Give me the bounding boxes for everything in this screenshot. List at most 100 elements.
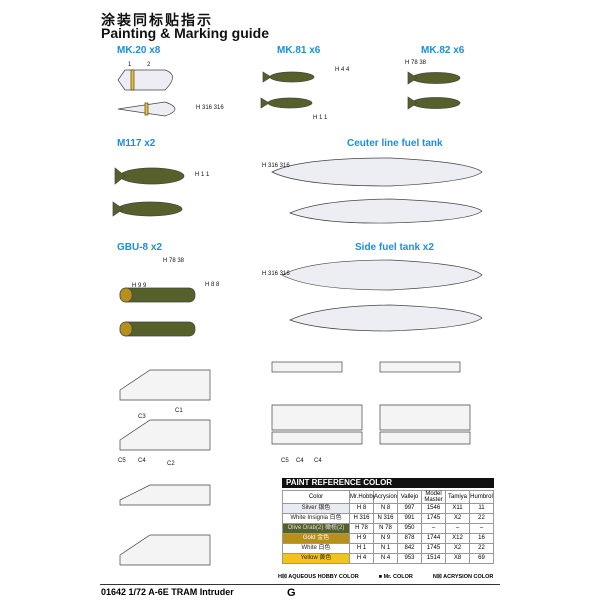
table-row: Olive Drab(2) 橄榄(2) H 78 N 78 950 – – – [282,523,494,534]
acrysion-cell: N 8 [373,503,398,514]
mrhobby-cell: H 4 [349,553,374,564]
paint-callout: H 316 316 [196,105,224,111]
paint-callout: H 9 9 [132,283,147,289]
table-row: Yellow 黄色 H 4 N 4 953 1514 X8 69 [282,553,494,564]
acrysion-cell: N 316 [373,513,398,524]
color-name: White Insignia [290,515,328,521]
table-row: Silver 银色 H 8 N 8 997 1546 X11 11 [282,503,494,514]
acrysion-cell: N 78 [373,523,398,534]
mrhobby-cell: H 8 [349,503,374,514]
humbrol-cell: 22 [469,513,494,524]
legend-item: N☒ ACRYSION COLOR [432,574,494,580]
mrhobby-code: 78 [361,525,368,531]
callout: C2 [167,461,175,467]
tamiya-cell: X12 [445,533,470,544]
callout: C4 [314,458,322,464]
color-name-cn: 银色 [318,505,331,511]
tamiya-cell: X8 [445,553,470,564]
legend-item: H☒ AQUEOUS HOBBY COLOR [278,574,359,580]
paint-callout: H 316 316 [262,271,290,277]
mrhobby-code: 9 [362,535,367,541]
mrhobby-code: 1 [362,545,367,551]
acrysion-code: 78 [385,525,392,531]
header-cell: Acrysion [373,490,398,504]
section-mk81: MK.81 x6 [277,45,321,56]
side-fuel-tank [281,259,483,332]
callout: 2 [147,62,151,68]
m117-bomb [112,167,185,217]
paint-callout: H 78 38 [163,258,185,264]
color-name: Silver [301,505,317,511]
vallejo-cell: 842 [397,543,422,554]
color-name-cn: 白色 [318,545,331,551]
footer-model-name: 01642 1/72 A-6E TRAM Intruder [101,587,234,597]
section-side-tank: Side fuel tank x2 [355,242,434,253]
mrhobby-code: 316 [359,515,370,521]
brand-logo: G [287,587,296,599]
callout: C5 [281,458,289,464]
color-name-cell: Gold 金色 [282,533,350,544]
header-cell: Vallejo [397,490,422,504]
paint-reference-table: PAINT REFERENCE COLOR Color Mr.Hobby Acr… [282,478,494,564]
mrhobby-cell: H 9 [349,533,374,544]
color-name-cell: Yellow 黄色 [282,553,350,564]
mk82-bomb [407,71,461,110]
vallejo-cell: 953 [397,553,422,564]
pylon-parts [271,361,471,445]
callout: C3 [138,414,146,420]
callout: C5 [118,458,126,464]
callout: C4 [296,458,304,464]
mrhobby-cell: H 1 [349,543,374,554]
acrysion-code: 1 [386,545,391,551]
acrysion-cell: N 1 [373,543,398,554]
callout: C4 [138,458,146,464]
color-name-cn: 白色 [329,515,342,521]
color-name: Gold [302,535,316,541]
mk20-bomb-top [117,101,176,117]
paint-callout: H 78 38 [405,60,427,66]
paint-callout: H 1 1 [195,172,210,178]
mrhobby-code: 4 [362,555,367,561]
gbu8-bomb [119,287,196,337]
acrysion-code: 4 [386,555,391,561]
modelmaster-cell: 1745 [421,543,446,554]
color-name-cn: 橄榄(2) [325,525,345,531]
tamiya-cell: X2 [445,513,470,524]
humbrol-cell: 11 [469,503,494,514]
mk81-bomb [260,71,315,109]
color-name-cn: 金色 [317,535,330,541]
section-mk82: MK.82 x6 [421,45,465,56]
title-english: Painting & Marking guide [101,25,270,41]
acrysion-code: 9 [386,535,391,541]
humbrol-cell: 16 [469,533,494,544]
centerline-fuel-tank [271,157,483,224]
bomb-rack-parts [119,369,211,566]
table-row: Gold 金色 H 9 N 9 878 1744 X12 16 [282,533,494,544]
header-cell: Model Master [421,490,446,504]
table-header-row: Color Mr.Hobby Acrysion Vallejo Model Ma… [282,490,494,504]
modelmaster-cell: – [421,523,446,534]
color-name: Yellow [300,555,318,561]
humbrol-cell: 69 [469,553,494,564]
modelmaster-cell: 1514 [421,553,446,564]
modelmaster-cell: 1744 [421,533,446,544]
vallejo-cell: 991 [397,513,422,524]
title-chinese: 涂装同标贴指示 [101,12,213,28]
acrysion-code: 8 [386,505,391,511]
tamiya-cell: – [445,523,470,534]
vallejo-cell: 997 [397,503,422,514]
humbrol-cell: 22 [469,543,494,554]
humbrol-cell: – [469,523,494,534]
mrhobby-cell: H 316 [349,513,374,524]
vallejo-cell: 950 [397,523,422,534]
table-title: PAINT REFERENCE COLOR [282,478,494,488]
header-cell: Tamiya [445,490,470,504]
section-m117: M117 x2 [117,138,156,149]
tamiya-cell: X11 [445,503,470,514]
header-cell: Color [282,490,350,504]
paint-callout: H 1 1 [313,115,328,121]
color-name-cn: 黄色 [319,555,332,561]
section-gbu8: GBU-8 x2 [117,242,163,253]
acrysion-cell: N 4 [373,553,398,564]
header-cell: Mr.Hobby [349,490,376,504]
